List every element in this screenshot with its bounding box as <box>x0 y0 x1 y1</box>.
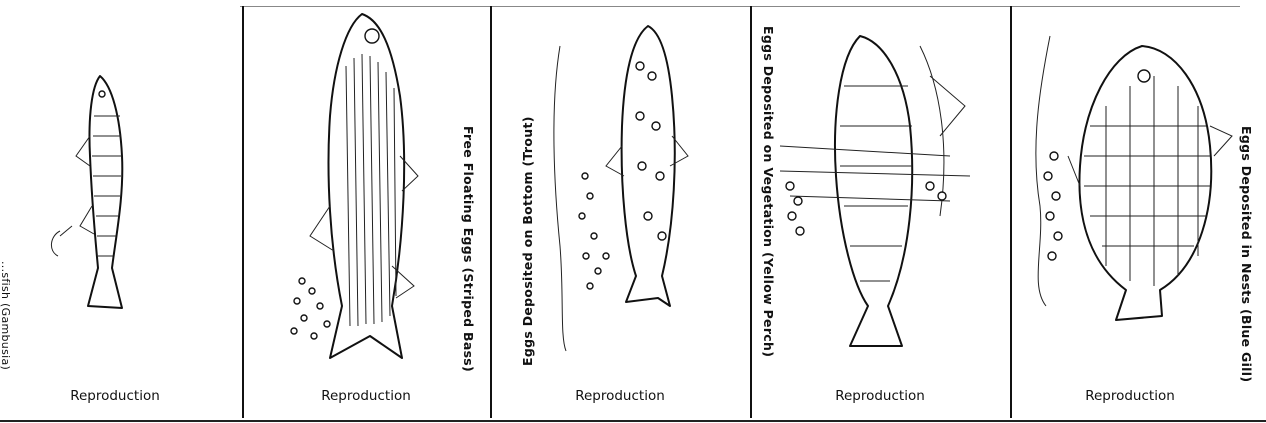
panel-yellow-perch: Eggs Deposited on Vegetation (Yellow Per… <box>750 6 1010 414</box>
panel-label-3: Reproduction <box>490 388 750 404</box>
blue-gill-fish-drawing <box>1010 6 1266 414</box>
panel-striped-bass: Free Floating Eggs (Striped Bass) Reprod… <box>242 6 490 414</box>
panel-label-5: Reproduction <box>1010 388 1250 404</box>
panel-blue-gill: Eggs Deposited in Nests (Blue Gill) Repr… <box>1010 6 1266 414</box>
panel-trout: Eggs Deposited on Bottom (Trout) Reprodu… <box>490 6 750 414</box>
panel-label-1: Reproduction <box>0 388 230 404</box>
panel-label-2: Reproduction <box>242 388 490 404</box>
panel-label-4: Reproduction <box>750 388 1010 404</box>
gambusia-fish-drawing <box>0 6 242 414</box>
bottom-border <box>0 420 1266 422</box>
yellow-perch-fish-drawing <box>750 6 1010 414</box>
trout-fish-drawing <box>490 6 750 414</box>
striped-bass-fish-drawing <box>242 6 490 414</box>
panel-gambusia: ...sfish (Gambusia) Reproduction <box>0 6 242 414</box>
